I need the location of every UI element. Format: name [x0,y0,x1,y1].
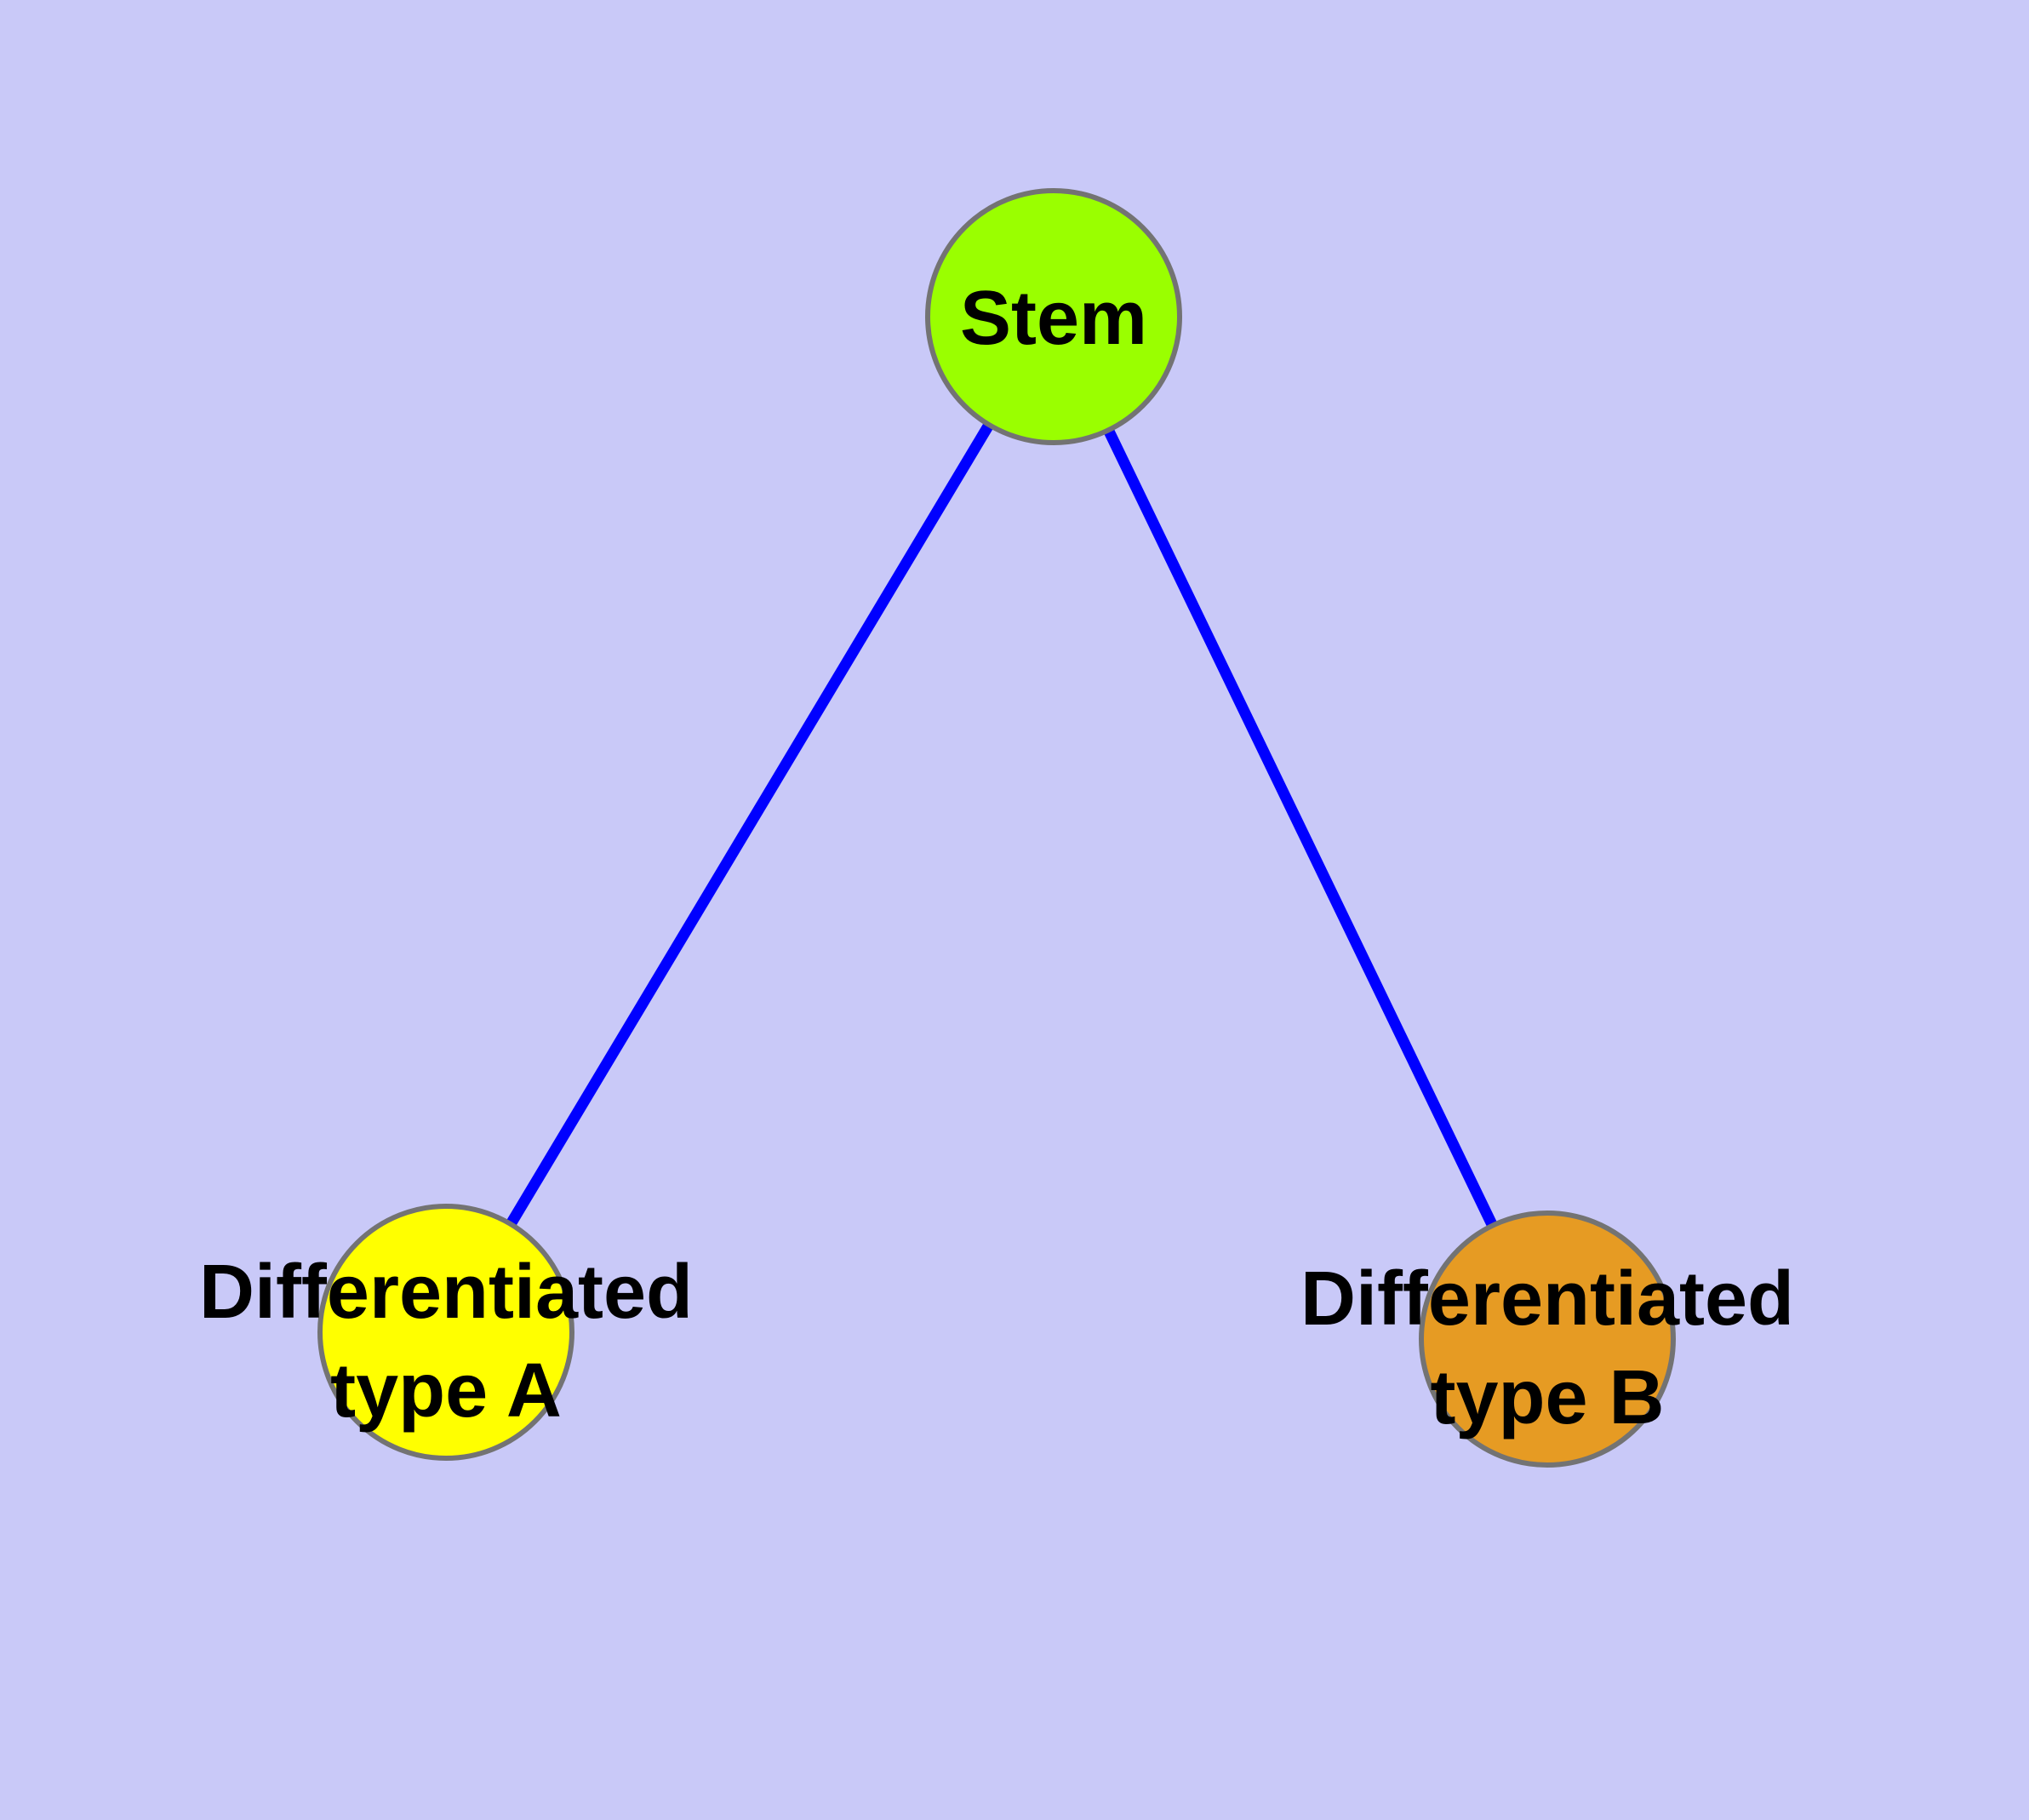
node-differentiated-type-a-circle [317,1204,574,1461]
node-differentiated-type-a-label-line2: type A [330,1348,562,1434]
node-differentiated-type-a: Differentiated type A [199,1204,693,1461]
edge-stem-to-type-a [441,313,1059,1336]
node-differentiated-type-b-label-line2: type B [1430,1355,1664,1440]
edge-stem-to-type-b [1049,314,1552,1342]
node-stem-label: Stem [960,276,1147,361]
node-differentiated-type-a-label-line1: Differentiated [199,1250,693,1335]
node-differentiated-type-b: Differentiated type B [1300,1210,1794,1468]
node-stem-circle [925,188,1182,445]
node-stem: Stem [925,188,1182,445]
node-differentiated-type-b-circle [1419,1210,1676,1468]
node-differentiated-type-b-label-line1: Differentiated [1300,1256,1794,1342]
